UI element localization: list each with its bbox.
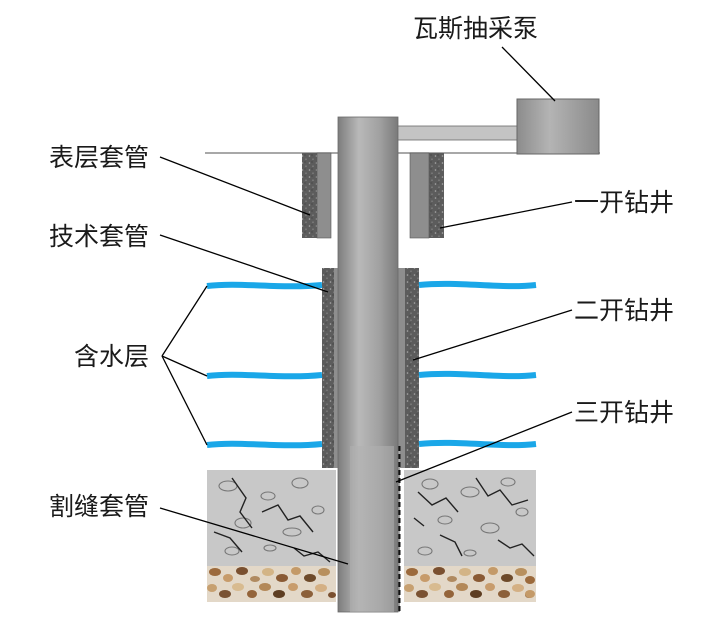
aquifer-line xyxy=(418,439,537,449)
slotted-casing-label: 割缝套管 xyxy=(49,492,149,521)
aquifer-line xyxy=(418,370,537,380)
gas-pump-label: 瓦斯抽采泵 xyxy=(413,14,538,43)
first-spud-label: 一开钻井 xyxy=(574,188,674,217)
technical-casing-label: 技术套管 xyxy=(49,222,149,251)
aquifer-line xyxy=(206,440,323,449)
aquifer-label: 含水层 xyxy=(74,342,149,371)
aquifer-layers xyxy=(206,280,537,449)
first-spud-section xyxy=(302,152,444,239)
aquifer-line xyxy=(206,281,323,290)
second-spud-label: 二开钻井 xyxy=(574,296,674,325)
third-spud-label: 三开钻井 xyxy=(574,398,674,427)
leader-lines xyxy=(159,46,573,565)
surface-casing-label: 表层套管 xyxy=(49,143,149,172)
coal-seam-layer xyxy=(207,470,536,566)
gas-pump-icon xyxy=(516,98,600,155)
gravel-layer xyxy=(207,566,536,602)
connecting-pipe xyxy=(397,125,521,141)
aquifer-line xyxy=(206,371,323,380)
aquifer-line xyxy=(418,280,537,290)
second-spud-section xyxy=(322,268,419,468)
